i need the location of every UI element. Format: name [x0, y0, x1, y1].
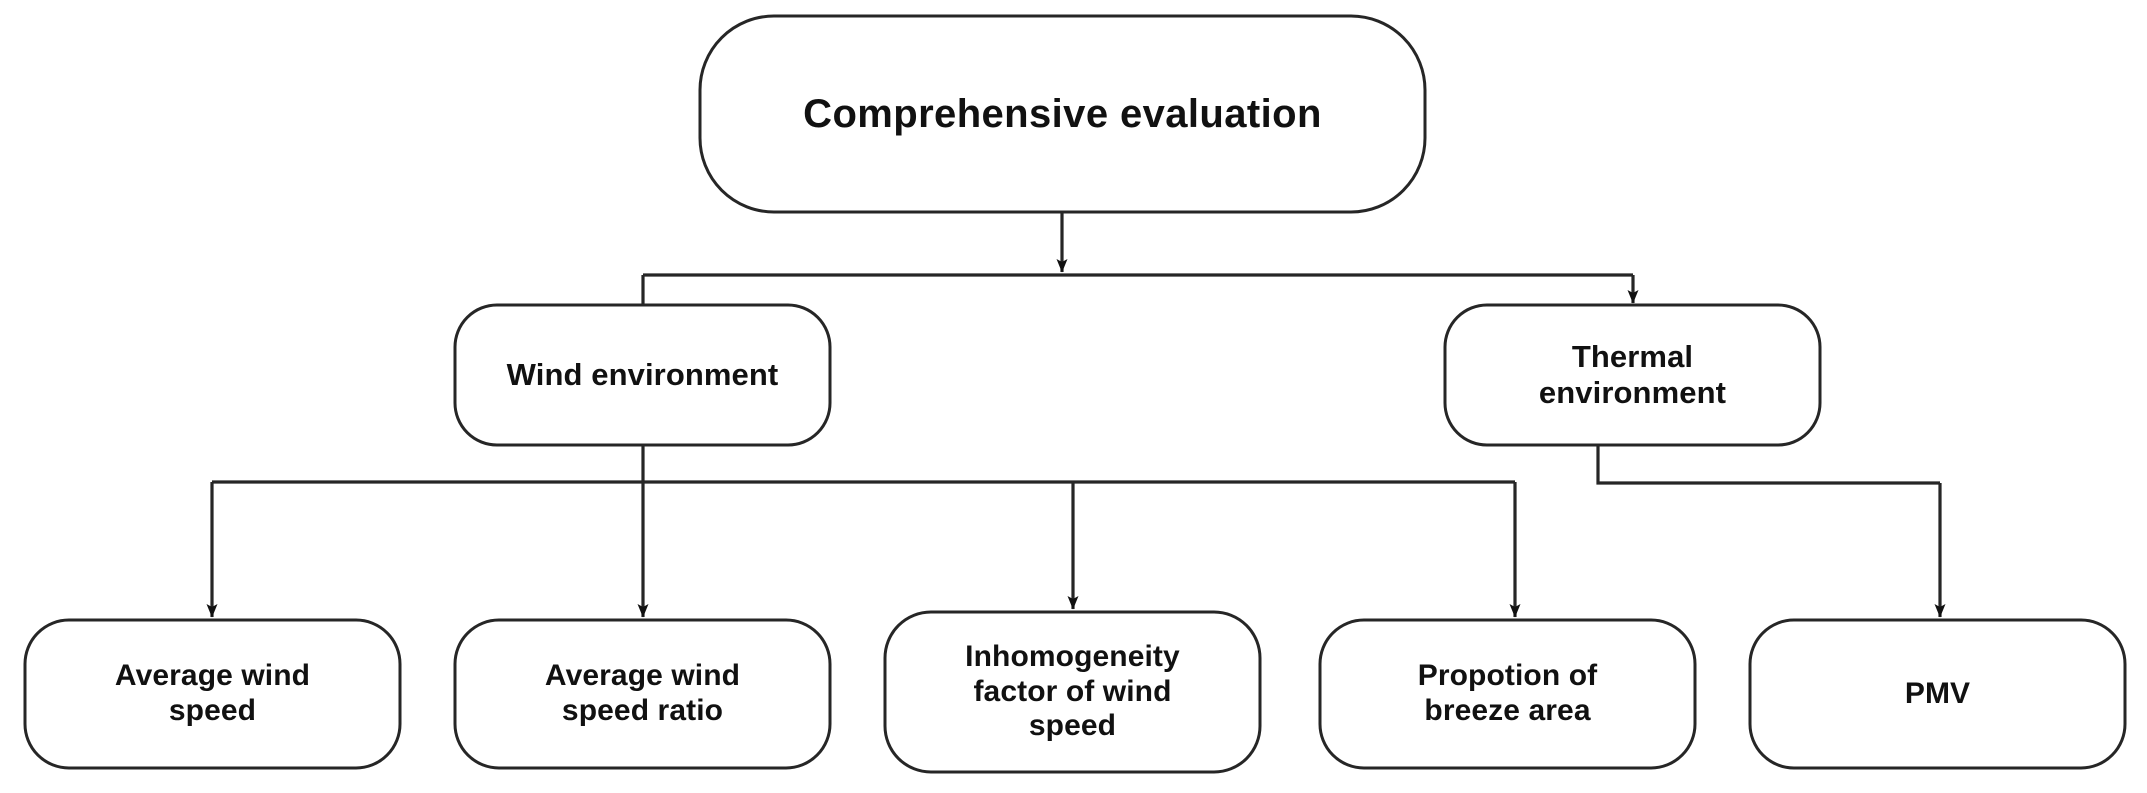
- node-box-pmv[interactable]: [1748, 618, 2127, 770]
- connector-group: [206, 212, 1946, 618]
- connector-thermal-stem: [1596, 445, 1940, 485]
- node-box-thermal-environment[interactable]: [1443, 303, 1822, 447]
- node-box-group: [23, 14, 2127, 774]
- node-box-propotion-of-breeze-area[interactable]: [1318, 618, 1697, 770]
- node-box-average-wind-speed[interactable]: [23, 618, 402, 770]
- node-box-average-wind-speed-ratio[interactable]: [453, 618, 832, 770]
- node-box-inhomogeneity-factor-of-wind-speed[interactable]: [883, 610, 1262, 774]
- node-box-wind-environment[interactable]: [453, 303, 832, 447]
- node-box-comprehensive-evaluation[interactable]: [698, 14, 1427, 214]
